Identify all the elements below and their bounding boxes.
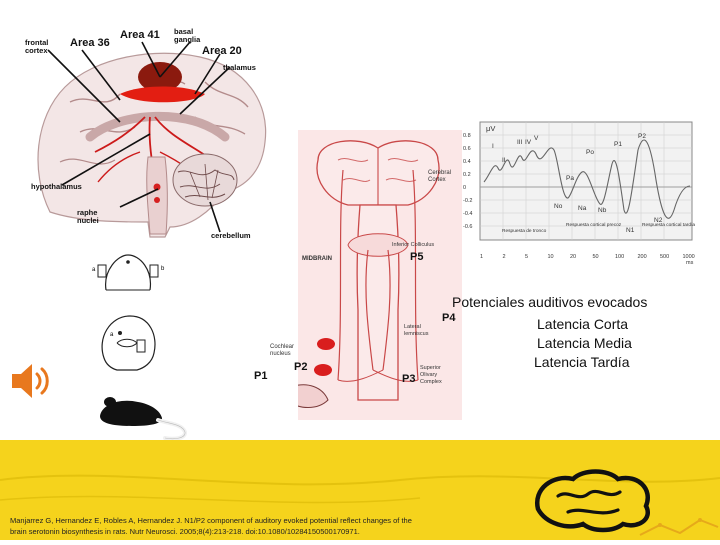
- label-area-20: Area 20: [202, 45, 242, 57]
- y-tick-label: 0.4: [463, 159, 471, 165]
- label-p5: P5: [410, 251, 423, 263]
- mouse-icon: [90, 388, 190, 443]
- x-tick-label: 200: [638, 254, 647, 260]
- wave-label: N1: [626, 227, 635, 234]
- label-superior-olivary-complex: Superior Olivary Complex: [420, 365, 456, 386]
- label-midbrain: MIDBRAIN: [302, 256, 332, 262]
- x-tick-label: 20: [570, 254, 576, 260]
- latencia-tardia: Latencia Tardía: [534, 354, 629, 370]
- wave-label: II: [502, 157, 506, 164]
- wave-label: I: [492, 143, 494, 150]
- label-thalamus: thalamus: [223, 64, 256, 72]
- x-tick-label: 5: [525, 254, 528, 260]
- label-frontal-cortex: frontal cortex: [25, 39, 55, 55]
- x-tick-label: 1: [480, 254, 483, 260]
- latencia-media: Latencia Media: [537, 335, 632, 351]
- x-tick-label: 100: [615, 254, 624, 260]
- label-lateral-lemniscus: Lateral lemniscus: [404, 324, 440, 338]
- wave-label: Na: [578, 205, 587, 212]
- potenciales-title: Potenciales auditivos evocados: [452, 294, 647, 310]
- cerebellum-shape: [173, 154, 237, 206]
- y-tick-label: 0: [463, 185, 466, 191]
- label-area-41: Area 41: [120, 29, 160, 41]
- wave-label: No: [554, 203, 563, 210]
- label-hypothalamus: hypothalamus: [31, 183, 82, 191]
- label-p3: P3: [402, 373, 415, 385]
- y-unit-label: μV: [486, 124, 495, 133]
- evoked-potential-graph: 0.8 0.6 0.4 0.2 0 -0.2 -0.4 -0.6 1 2 5 10 20 50 100 20…: [462, 120, 698, 270]
- label-cerebral-cortex: Cerebral Cortex: [428, 170, 462, 184]
- label-p4: P4: [442, 312, 455, 324]
- svg-text:b: b: [161, 266, 165, 272]
- latencia-corta: Latencia Corta: [537, 316, 628, 332]
- citation-line-1: Manjarrez G, Hernandez E, Robles A, Hern…: [10, 515, 510, 526]
- wave-label: P2: [638, 133, 646, 140]
- label-raphe-nuclei: raphe nuclei: [77, 209, 105, 225]
- svg-text:a: a: [92, 267, 96, 273]
- corner-decoration: [630, 505, 720, 540]
- y-tick-label: -0.4: [463, 211, 472, 217]
- y-tick-label: 0.6: [463, 146, 471, 152]
- y-tick-label: -0.6: [463, 224, 472, 230]
- x-tick-label: 500: [660, 254, 669, 260]
- wave-label: P1: [614, 141, 622, 148]
- head-sketch-top: a b: [88, 250, 168, 300]
- wave-label: Po: [586, 149, 594, 156]
- x-tick-label: 2: [503, 254, 506, 260]
- label-p2: P2: [294, 361, 307, 373]
- x-tick-label: 50: [593, 254, 599, 260]
- label-basal-ganglia: basal ganglia: [174, 28, 206, 44]
- y-tick-label: 0.2: [463, 172, 471, 178]
- wave-label: V: [534, 135, 539, 142]
- citation: Manjarrez G, Hernandez E, Robles A, Hern…: [10, 515, 510, 537]
- region-label: Respuesta de tronco: [502, 228, 547, 234]
- speaker-icon[interactable]: [8, 360, 56, 402]
- wave-label: IV: [525, 139, 532, 146]
- wave-label: Nb: [598, 207, 607, 214]
- y-axis-ticks: 0.8 0.6 0.4 0.2 0 -0.2 -0.4 -0.6: [463, 133, 472, 230]
- brain-sagittal-figure: frontal cortex Area 36 Area 41 basal gan…: [20, 22, 280, 247]
- citation-line-2: brain serotonin biosynthesis in rats. Nu…: [10, 526, 510, 537]
- label-inferior-colliculus: Inferior Colliculus: [392, 242, 434, 248]
- auditory-pathway-figure: Cerebral Cortex Inferior Colliculus P5 M…: [298, 130, 462, 420]
- region-label: Respuesta cortical precoz: [566, 222, 622, 228]
- x-unit-label: ms: [686, 260, 694, 266]
- label-p1: P1: [254, 370, 267, 382]
- x-tick-label: 10: [548, 254, 554, 260]
- label-cochlear-nucleus: Cochlear nucleus: [270, 344, 300, 358]
- head-sketch-side: a: [92, 308, 162, 378]
- wave-label: III: [517, 139, 523, 146]
- label-cerebellum: cerebellum: [211, 232, 251, 240]
- y-tick-label: -0.2: [463, 198, 472, 204]
- region-label: Respuesta cortical tardía: [642, 222, 695, 228]
- y-tick-label: 0.8: [463, 133, 471, 139]
- wave-label: Pa: [566, 175, 574, 182]
- label-area-36: Area 36: [70, 37, 110, 49]
- svg-text:a: a: [110, 332, 114, 338]
